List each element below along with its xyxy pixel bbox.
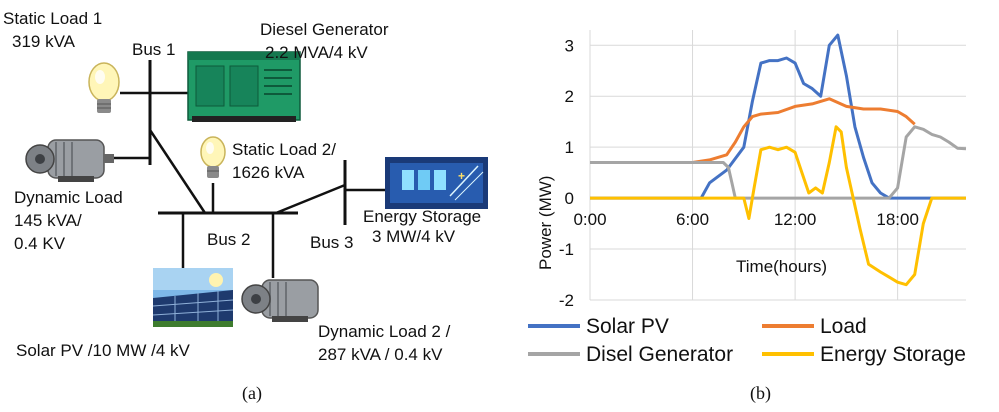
y-tick-label: 1 [565,138,574,157]
static-load-2-name: Static Load 2/ [232,140,336,159]
energy-storage-rating: 3 MW/4 kV [372,227,456,246]
power-chart: 3 2 1 0 -1 -2 0:00 6:00 12:00 18:00 Time(hours) P… [500,0,999,407]
dynamic-load-rating-1: 145 kVA/ [14,211,82,230]
generator-icon [187,51,301,122]
y-tick-label: -2 [559,291,574,310]
legend-label: Load [820,315,867,338]
dynamic-load-2-name: Dynamic Load 2 / [318,322,451,341]
diesel-generator-rating: 2.2 MVA/4 kV [265,43,368,62]
bus-3-label: Bus 3 [310,233,353,252]
legend-label: Energy Storage [820,343,966,366]
static-load-1-rating: 319 kVA [12,32,76,51]
diagram-caption: (a) [242,383,262,404]
svg-text:+: + [458,169,465,183]
chart-tick-labels: 3 2 1 0 -1 -2 0:00 6:00 12:00 18:00 [559,36,919,310]
chart-series [590,33,967,287]
chart-canvas: 3 2 1 0 -1 -2 0:00 6:00 12:00 18:00 Time(hours) P… [528,30,967,404]
energy-storage-name: Energy Storage [363,207,481,226]
x-tick-label: 12:00 [774,210,817,229]
dynamic-load-name: Dynamic Load [14,188,123,207]
static-load-2-rating: 1626 kVA [232,163,305,182]
series-line-load [590,97,916,164]
chart-caption: (b) [750,383,771,404]
solar-panel-icon [152,268,234,327]
legend-label: Disel Generator [586,343,733,366]
link-bus2-bus3 [275,183,346,215]
y-tick-label: 0 [565,189,574,208]
y-tick-label: 3 [565,36,574,55]
link-bus1-bus2 [148,129,207,214]
y-tick-label: 2 [565,87,574,106]
x-tick-label: 0:00 [573,210,606,229]
dynamic-load-2-rating: 287 kVA / 0.4 kV [318,345,443,364]
y-tick-label: -1 [559,240,574,259]
motor-icon [241,279,319,322]
bus-2-label: Bus 2 [207,230,250,249]
diagram-canvas: + Static Load 1 319 kVA Diesel Generator… [3,9,488,404]
static-load-1-name: Static Load 1 [3,9,102,28]
series-line-disel-generator [590,125,967,200]
solar-pv-label: Solar PV /10 MW /4 kV [16,341,190,360]
dynamic-load-rating-2: 0.4 KV [14,234,66,253]
battery-storage-icon: + [385,157,488,209]
series-line-energy-storage [590,125,966,287]
bus-1-label: Bus 1 [132,40,175,59]
bulb-icon [200,136,226,178]
series-line-solar-pv [590,33,966,200]
x-axis-label: Time(hours) [736,257,827,276]
x-tick-label: 18:00 [876,210,919,229]
x-tick-label: 6:00 [676,210,709,229]
motor-icon [25,139,114,182]
legend-label: Solar PV [586,315,669,338]
diesel-generator-name: Diesel Generator [260,20,389,39]
bulb-icon [88,62,120,113]
y-axis-label: Power (MW) [536,176,555,270]
single-line-diagram: + Static Load 1 319 kVA Diesel Generator… [0,0,500,407]
